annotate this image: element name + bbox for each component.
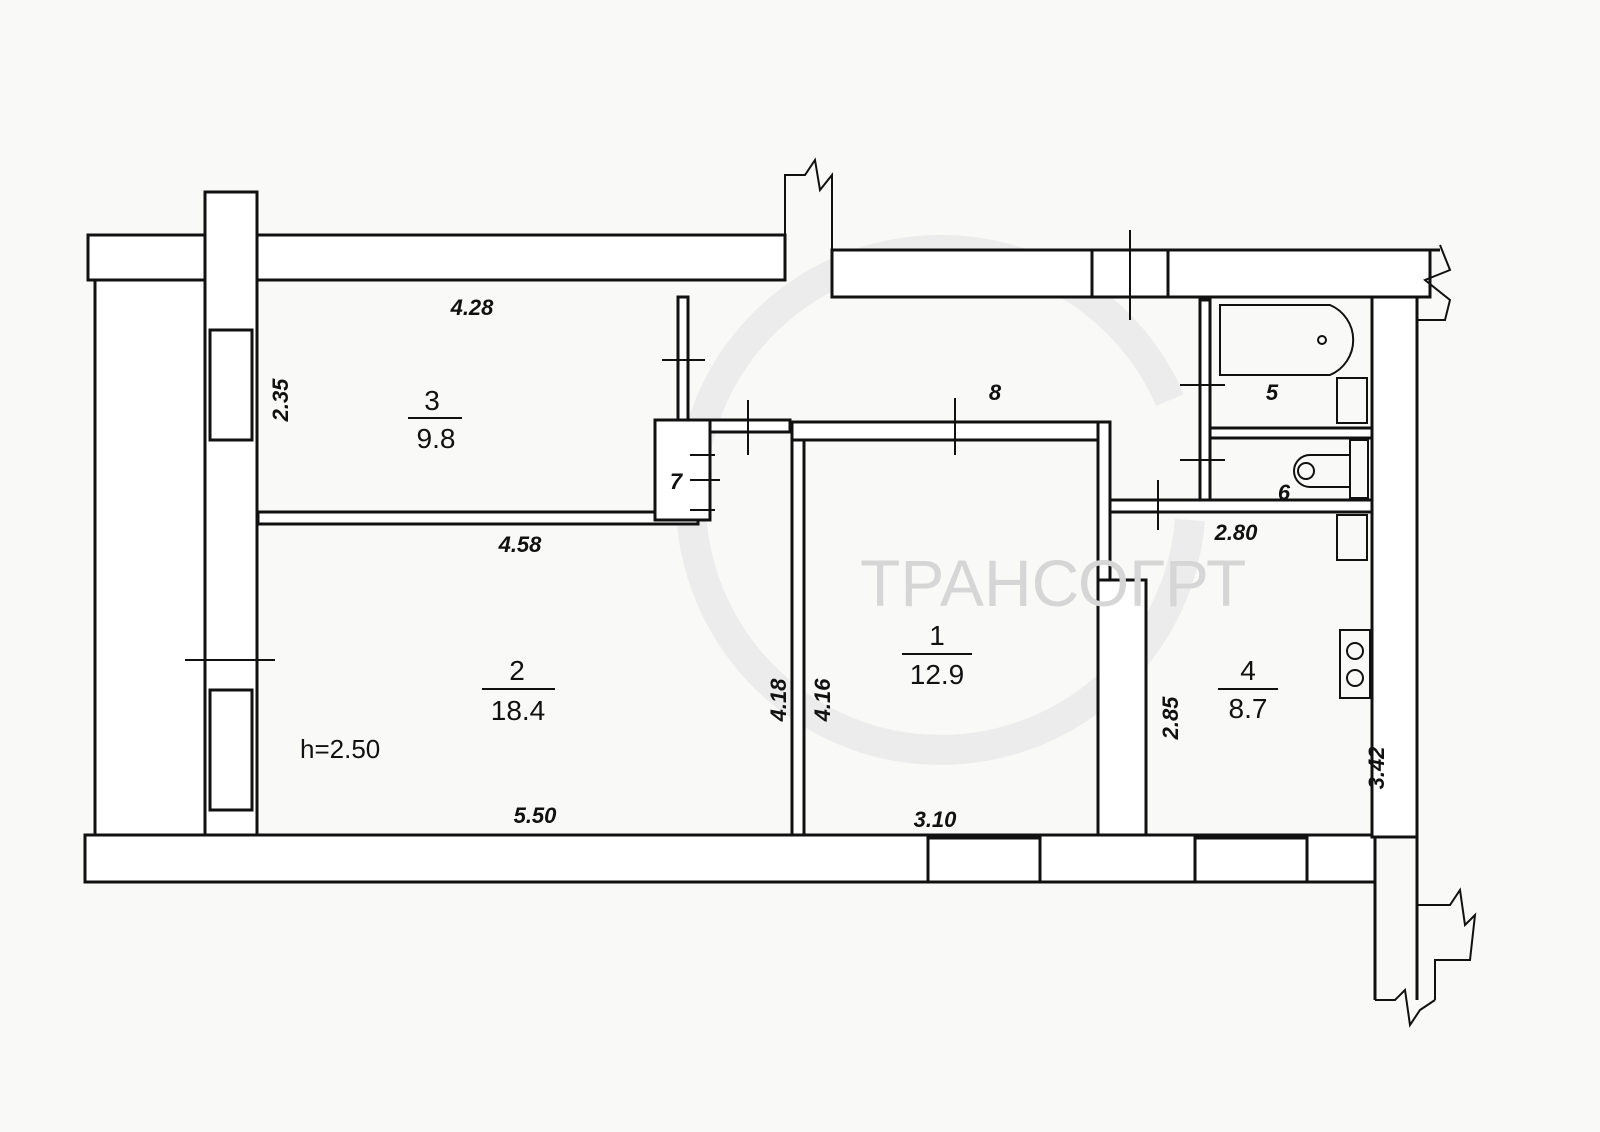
room-3-area: 9.8 [417,423,456,454]
windows [185,230,1309,884]
dim-room2-side: 4.18 [766,678,791,723]
dim-room3-top: 4.28 [450,295,495,320]
sink-icon [1336,377,1368,424]
ceiling-height: h=2.50 [300,734,380,764]
dim-room1-side: 4.16 [810,678,835,723]
dim-room1-bottom: 3.10 [914,807,958,832]
room-4-number: 4 [1240,655,1256,686]
toilet-icon [1293,454,1351,488]
room-6-number: 6 [1278,480,1291,505]
room-4-area: 8.7 [1229,693,1268,724]
room-2-number: 2 [509,655,525,686]
kitchen-sink-icon [1336,514,1368,561]
dim-kitchen-right: 3.42 [1364,746,1389,790]
room-5-number: 5 [1266,380,1279,405]
interior-walls [256,295,1374,837]
fixtures [1219,304,1371,699]
room-2-area: 18.4 [491,695,546,726]
bathtub-icon [1219,304,1355,376]
dim-kitchen-left: 2.85 [1158,696,1183,741]
room-3-number: 3 [424,385,440,416]
room-1-area: 12.9 [910,659,965,690]
room-8-number: 8 [989,380,1002,405]
watermark: ТРАНСОГРТ [860,546,1246,620]
room-1-number: 1 [929,620,945,651]
dim-room3-side: 2.35 [268,378,293,423]
stove-icon [1339,629,1371,699]
dim-kitchen-top: 2.80 [1214,520,1259,545]
dim-room2-top: 4.58 [498,532,543,557]
dim-room2-bottom: 5.50 [514,803,558,828]
room-7-number: 7 [670,469,684,494]
